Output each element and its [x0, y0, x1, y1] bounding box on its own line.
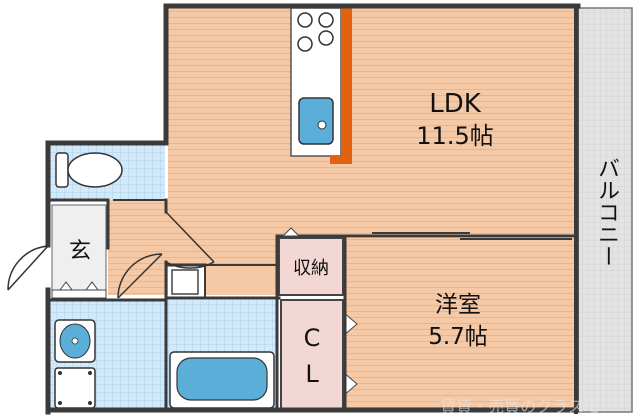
bathtub-icon — [169, 351, 275, 409]
entrance-door — [7, 245, 49, 291]
shoe-cabinet — [51, 281, 107, 299]
closet-label-l: L — [305, 360, 319, 388]
entrance-label: 玄 — [69, 239, 91, 264]
ldk-name: LDK — [429, 89, 482, 119]
storage — [278, 237, 344, 296]
balcony-label: バルコニー — [594, 157, 619, 267]
sliding-door — [372, 232, 572, 240]
watermark: 賃貸・売買のクラスモ — [440, 397, 600, 415]
storage-door-marker — [281, 227, 301, 237]
closet-label-c: C — [304, 324, 321, 352]
walls — [45, 3, 581, 415]
hallway — [108, 200, 277, 295]
ldk-room — [165, 8, 576, 265]
wash-basin-icon — [54, 319, 96, 363]
western-room-size: 5.7帖 — [428, 324, 488, 350]
storage-label: 収納 — [293, 258, 329, 279]
small-cabinet — [171, 269, 199, 295]
ldk-size: 11.5帖 — [416, 122, 493, 150]
sink-icon — [298, 97, 334, 145]
entrance — [51, 204, 107, 291]
western-room-name: 洋室 — [435, 292, 481, 318]
washroom-door — [117, 253, 163, 299]
stove-icon — [297, 12, 334, 52]
washing-machine-icon — [54, 367, 96, 409]
toilet-icon — [55, 152, 123, 188]
hall-door — [165, 211, 215, 269]
western-room — [345, 238, 576, 412]
